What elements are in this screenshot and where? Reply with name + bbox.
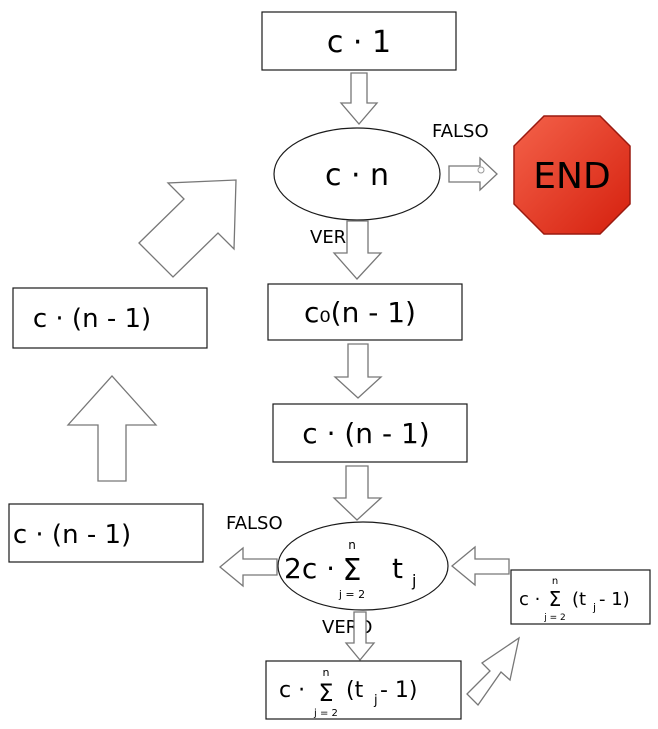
arrow-left-to-box xyxy=(218,546,278,588)
sigma-icon: Σ xyxy=(343,553,362,588)
end-stop-sign: END xyxy=(513,115,631,235)
box-sum-right-tail: - 1) xyxy=(599,589,630,610)
sigma-icon: Σ xyxy=(549,587,562,611)
box-right-2-label: c · (n - 1) xyxy=(302,417,429,450)
arrow-down-5 xyxy=(344,611,376,662)
box-sum-bottom-term: (t xyxy=(346,678,364,703)
box-right-2: c · (n - 1) xyxy=(272,403,468,463)
box-sum-bottom-coef: c · xyxy=(279,678,305,703)
condition-sum-term: t xyxy=(392,552,403,585)
arrow-down-2 xyxy=(332,220,383,280)
init-box: c · 1 xyxy=(261,11,457,71)
box-sum-right-upper: n xyxy=(552,576,558,587)
edge-label-false-top: FALSO xyxy=(432,121,489,142)
box-sum-right-lower: j = 2 xyxy=(543,613,566,623)
box-sum-right-term: (t xyxy=(572,589,586,610)
box-left-2: c · (n - 1) xyxy=(8,503,204,563)
box-sum-bottom-subscript: j xyxy=(373,693,378,708)
init-label: c · 1 xyxy=(327,25,391,60)
end-label: END xyxy=(533,156,610,197)
box-left-2-label: c · (n - 1) xyxy=(13,520,131,550)
arrow-left-into-condition xyxy=(450,545,510,587)
arrow-down-1 xyxy=(339,72,379,125)
box-sum-right-coef: c · xyxy=(519,589,540,610)
condition-sum-lower: j = 2 xyxy=(338,588,365,601)
box-left-1-label: c · (n - 1) xyxy=(33,304,151,334)
box-sum-bottom-lower: j = 2 xyxy=(313,708,338,719)
condition-n: c · n xyxy=(273,127,441,221)
arrow-up-left xyxy=(66,375,158,482)
condition-sum-coef: 2c · xyxy=(284,552,335,585)
sigma-icon: Σ xyxy=(318,679,333,707)
arrow-right-to-end xyxy=(448,156,498,192)
condition-sum-subscript: j xyxy=(411,571,416,590)
box-sum-bottom-upper: n xyxy=(323,666,330,679)
box-sum-right: c · n Σ j = 2 (t j - 1) xyxy=(510,569,651,625)
arrow-diagonal-right xyxy=(466,636,520,707)
box-right-1-label: c₀(n - 1) xyxy=(304,296,416,329)
box-sum-bottom: c · n Σ j = 2 (t j - 1) xyxy=(265,660,462,720)
box-sum-right-subscript: j xyxy=(592,601,596,614)
box-left-1: c · (n - 1) xyxy=(12,287,208,349)
box-sum-bottom-tail: - 1) xyxy=(380,678,418,703)
arrow-down-3 xyxy=(333,343,383,399)
condition-n-label: c · n xyxy=(325,158,389,193)
arrow-diagonal-return xyxy=(138,179,237,278)
condition-sum: 2c · n Σ j = 2 t j xyxy=(277,521,449,611)
arrow-down-4 xyxy=(332,465,383,521)
condition-sum-upper: n xyxy=(348,538,356,552)
connector-dot xyxy=(477,166,485,174)
edge-label-false-bottom: FALSO xyxy=(226,513,283,534)
box-right-1: c₀(n - 1) xyxy=(267,283,463,341)
